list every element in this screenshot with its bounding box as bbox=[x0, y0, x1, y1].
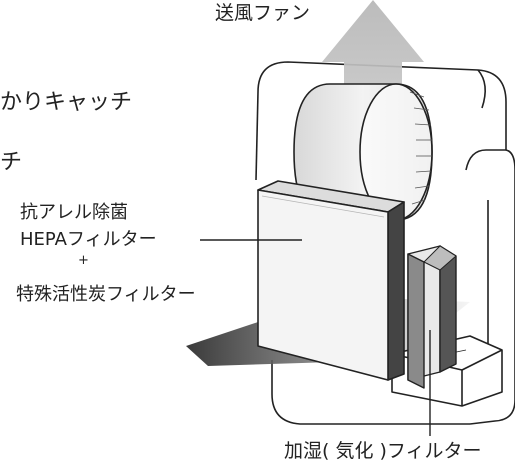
catch-label-line1: かりキャッチ bbox=[0, 90, 133, 115]
unit-body bbox=[255, 61, 515, 425]
carbon-filter-label: 特殊活性炭フィルター bbox=[16, 284, 196, 305]
leader-lines bbox=[200, 239, 431, 436]
fan-drum bbox=[293, 83, 433, 221]
hepa-label-line1: 抗アレル除菌 bbox=[20, 202, 128, 223]
humidify-filter-label: 加湿( 気化 )フィルター bbox=[284, 440, 482, 462]
plus-sign: + bbox=[78, 253, 89, 268]
hepa-label-line2: HEPAフィルター bbox=[20, 229, 157, 250]
humidify-filter bbox=[407, 245, 457, 389]
fan-label: 送風ファン bbox=[215, 2, 311, 24]
catch-label-line2: チ bbox=[0, 150, 23, 175]
hepa-filter-block bbox=[257, 180, 405, 381]
